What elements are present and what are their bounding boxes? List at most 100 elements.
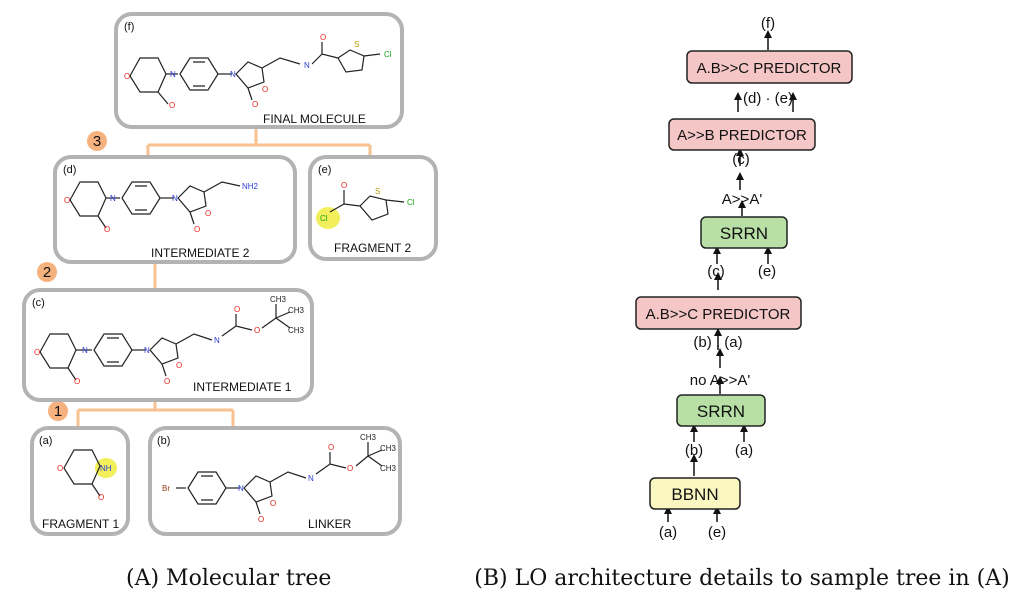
panel-intermediate-2: (d) INTERMEDIATE 2 O O N N O O NH2 [53,155,297,264]
caption-lo-architecture: (B) LO architecture details to sample tr… [474,566,1009,591]
svg-text:N: N [214,336,220,345]
tree-connectors [76,127,372,428]
molecule-a-structure [63,449,101,497]
svg-text:O: O [194,225,200,234]
svg-text:SRRN: SRRN [720,224,768,243]
svg-text:O: O [254,326,260,335]
svg-text:O: O [347,464,353,473]
svg-text:N: N [82,346,88,355]
svg-text:3: 3 [93,133,101,150]
step-badge-1: 1 [48,401,68,421]
svg-text:O: O [64,196,70,205]
molecule-a-atoms: O NH O [57,464,112,502]
molecule-d-atoms: O O N N O O NH2 [64,182,259,234]
svg-text:INTERMEDIATE 2: INTERMEDIATE 2 [151,246,250,260]
svg-text:A.B>>C PREDICTOR: A.B>>C PREDICTOR [697,60,842,77]
svg-text:O: O [258,515,264,524]
molecule-f-atoms: O O N N O O N O S Cl [124,33,392,110]
svg-text:O: O [341,181,347,190]
panel-fragment-2: (e) FRAGMENT 2 O Cl S Cl [308,155,438,261]
svg-text:O: O [34,348,40,357]
svg-text:(c): (c) [32,297,45,309]
molecule-b-structure [176,442,383,515]
molecule-e-structure [329,190,405,221]
svg-text:O: O [98,493,104,502]
node-bbnn: BBNN [649,477,741,510]
svg-text:Cl: Cl [384,50,392,59]
svg-text:NH2: NH2 [242,182,259,191]
svg-text:O: O [270,499,276,508]
molecule-e-atoms: O Cl S Cl [320,181,415,223]
connector-step-3 [146,127,372,157]
svg-text:O: O [57,464,63,473]
svg-text:Cl: Cl [407,198,415,207]
svg-text:O: O [104,225,110,234]
label-b-a-pair: (b) . (a) [693,334,742,351]
molecule-f-structure [129,42,381,105]
svg-text:S: S [354,40,359,49]
svg-text:(b): (b) [157,435,170,447]
panel-intermediate-1: (c) INTERMEDIATE 1 O O N [22,288,314,402]
svg-text:2: 2 [43,264,51,281]
svg-text:N: N [172,194,178,203]
svg-text:FRAGMENT 1: FRAGMENT 1 [42,517,119,531]
svg-text:A.B>>C PREDICTOR: A.B>>C PREDICTOR [646,306,791,323]
svg-text:A>>B PREDICTOR: A>>B PREDICTOR [677,127,807,144]
svg-text:Cl: Cl [320,214,328,223]
label-b-input: (b) [685,442,703,459]
svg-text:S: S [375,187,380,196]
svg-text:O: O [234,305,240,314]
svg-text:LINKER: LINKER [308,517,352,531]
svg-text:(a): (a) [39,435,52,447]
node-srrn-bottom: SRRN [676,394,766,427]
svg-text:CH3: CH3 [380,464,397,473]
svg-text:N: N [238,484,244,493]
architecture-arrows [664,30,797,522]
label-e-bottom: (e) [708,524,726,541]
svg-text:O: O [320,33,326,42]
node-srrn-top: SRRN [700,216,788,249]
label-no-a-prime: no A>>A' [690,372,751,389]
node-ab-c-predictor-mid: A.B>>C PREDICTOR [635,296,802,330]
panel-linker: (b) LINKER Br N O O N O [148,426,402,536]
svg-text:CH3: CH3 [270,295,287,304]
svg-text:(d): (d) [63,164,76,176]
svg-text:FRAGMENT 2: FRAGMENT 2 [334,241,411,255]
molecular-tree: 3 2 1 (f) FINAL MOLECULE [22,12,438,591]
molecule-c-structure [39,304,291,381]
label-a-bottom: (a) [659,524,677,541]
reactive-site-highlight-nh [95,458,117,478]
svg-text:Br: Br [162,484,170,493]
molecule-c-atoms: O O N N O O N O O CH3 CH3 CH3 [34,295,305,386]
molecule-b-atoms: Br N O O N O O CH3 CH3 CH3 [162,433,397,524]
svg-text:O: O [205,209,211,218]
svg-text:BBNN: BBNN [671,485,718,504]
svg-text:N: N [230,70,236,79]
label-c-output: (c) [732,151,750,168]
svg-text:O: O [124,72,130,81]
step-badge-2: 2 [37,262,57,282]
svg-text:N: N [110,194,116,203]
svg-text:CH3: CH3 [288,326,305,335]
svg-text:O: O [252,100,258,109]
label-e-input: (e) [758,263,776,280]
svg-text:1: 1 [54,403,62,420]
svg-text:(f): (f) [124,21,134,33]
svg-text:O: O [262,85,268,94]
label-a-input: (a) [735,442,753,459]
step-badge-3: 3 [87,131,107,151]
svg-text:CH3: CH3 [288,306,305,315]
svg-text:CH3: CH3 [380,444,397,453]
panel-fragment-1: (a) FRAGMENT 1 O NH O [30,426,130,536]
node-a-b-predictor: A>>B PREDICTOR [668,118,816,151]
svg-text:N: N [170,70,176,79]
svg-text:N: N [308,474,314,483]
connector-step-1 [76,400,235,428]
caption-molecular-tree: (A) Molecular tree [126,566,331,591]
svg-text:N: N [144,346,150,355]
reactive-site-highlight-cl [316,207,340,229]
svg-text:N: N [304,61,310,70]
svg-text:FINAL MOLECULE: FINAL MOLECULE [263,112,366,126]
svg-text:O: O [169,101,175,110]
